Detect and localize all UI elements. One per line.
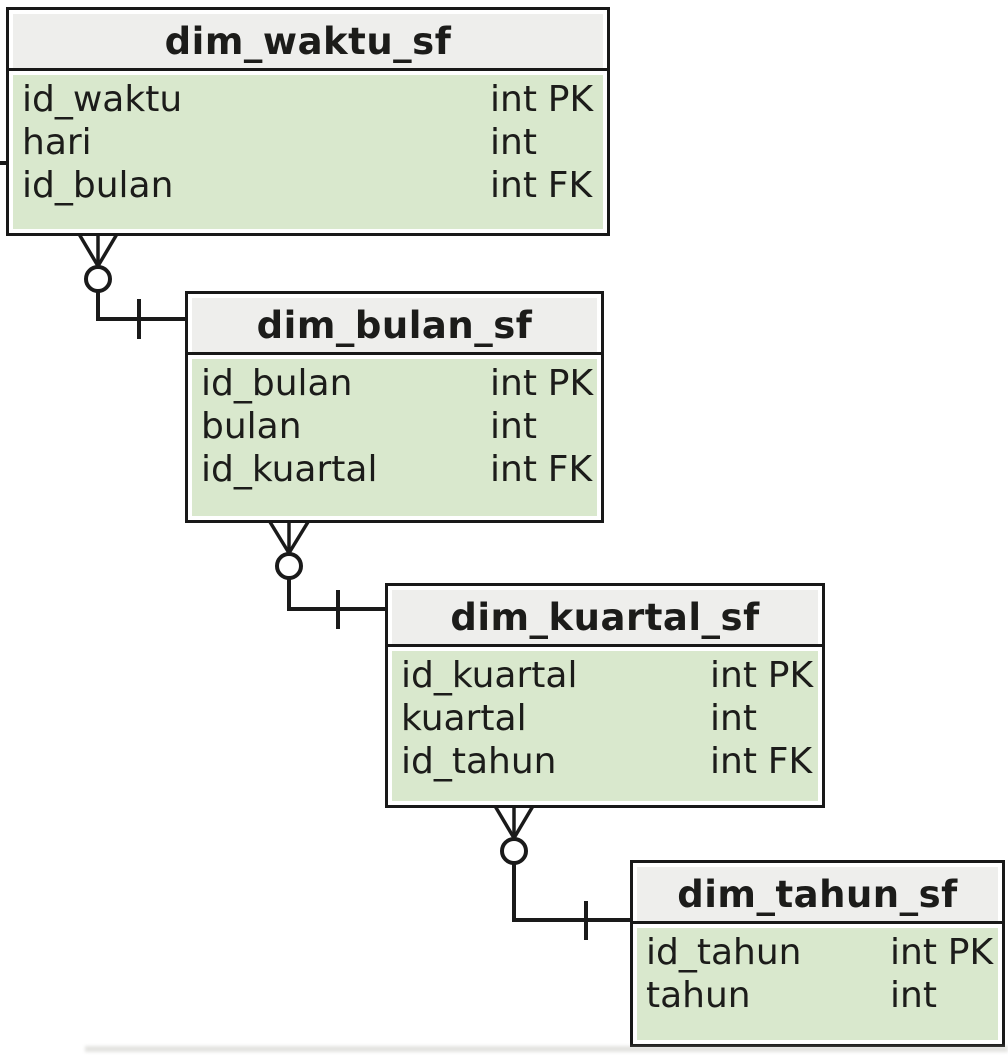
zero-cardinality-icon [84,265,112,293]
field-type: int [490,122,537,163]
field-type: int [490,406,537,447]
field-type: int [890,975,937,1016]
field-row: hari int [13,121,603,164]
crow-foot-many-icon [268,521,310,554]
field-name: bulan [201,406,302,447]
field-name: id_tahun [401,741,557,782]
field-name: id_kuartal [401,655,578,696]
table-header: dim_tahun_sf [633,863,1002,924]
table-title: dim_kuartal_sf [450,595,760,639]
key-badge: PK [547,79,594,120]
relationship-bulan-kuartal[interactable] [268,521,386,629]
crow-foot-many-icon [493,805,535,839]
relationship-waktu-bulan[interactable] [77,233,186,339]
zero-cardinality-icon [500,837,528,865]
key-badge: FK [547,165,593,206]
key-badge: FK [547,449,593,490]
key-badge: PK [767,655,814,696]
table-title: dim_tahun_sf [677,872,958,916]
field-type: int [710,698,757,739]
table-title: dim_waktu_sf [164,19,452,63]
crow-foot-many-icon [77,233,119,267]
field-name: id_tahun [646,932,802,973]
field-name: id_kuartal [201,449,378,490]
field-name: id_bulan [22,165,174,206]
field-name: id_bulan [201,363,353,404]
field-row: bulan int [192,405,597,448]
key-badge: PK [547,363,594,404]
table-title: dim_bulan_sf [256,303,533,347]
scan-artifact [85,1046,1008,1052]
field-name: hari [22,122,92,163]
field-row: kuartal int [392,697,818,740]
table-header: dim_waktu_sf [9,10,607,71]
zero-cardinality-icon [275,552,303,580]
field-name: tahun [646,975,751,1016]
relationship-kuartal-tahun[interactable] [493,805,631,940]
table-header: dim_bulan_sf [188,294,601,355]
key-badge: PK [947,932,994,973]
field-name: kuartal [401,698,527,739]
field-row: tahun int [637,974,998,1017]
key-badge: FK [767,741,813,782]
field-name: id_waktu [22,79,183,120]
table-header: dim_kuartal_sf [388,586,822,647]
